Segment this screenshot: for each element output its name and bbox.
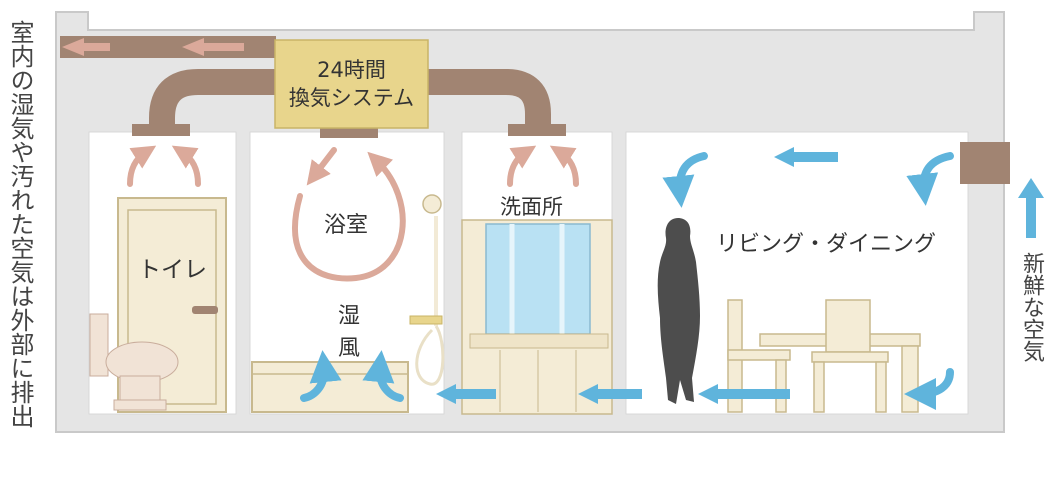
- fresh-air-arrow: [300, 350, 342, 402]
- ventilation-system-box: [274, 39, 429, 129]
- fresh-air-arrows: [436, 147, 1044, 404]
- washroom-fixtures: [461, 219, 613, 415]
- chair-right-seat: [811, 351, 889, 363]
- faucet: [409, 315, 443, 325]
- exhaust-arrow: [549, 145, 579, 187]
- door-handle: [192, 306, 218, 314]
- system-label: 24時間 換気システム: [275, 40, 428, 128]
- humid-wind-label-2: 風: [338, 336, 361, 361]
- fresh-air-arrow: [1018, 178, 1044, 238]
- person-silhouette: [657, 218, 700, 404]
- fresh-air-arrow: [774, 147, 838, 167]
- toilet-label: トイレ: [138, 257, 207, 283]
- fresh-air-inlet: [960, 142, 1010, 184]
- duct-to-toilet: [149, 69, 276, 130]
- exhaust-arrow: [507, 145, 537, 187]
- exhaust-arrow: [127, 145, 157, 187]
- main-exhaust-duct: [60, 36, 276, 58]
- fresh-air-label: 新鮮な空気: [1019, 252, 1044, 362]
- bathroom-exhaust-arrow: [306, 147, 337, 186]
- toilet-fixtures: [89, 197, 227, 413]
- toilet-vent: [132, 124, 190, 136]
- fresh-air-curved-arrows: [300, 152, 954, 410]
- fresh-air-arrow: [906, 152, 954, 206]
- exhaust-note-label: 室内の湿気や汚れた空気は外部に排出: [6, 20, 34, 428]
- dining-furniture: [727, 299, 921, 413]
- living-dining-label: リビング・ダイニング: [716, 232, 937, 257]
- duct-to-washroom: [428, 69, 551, 130]
- vanity-counter: [469, 333, 609, 349]
- washroom-vent: [508, 124, 566, 136]
- fresh-air-arrow: [578, 384, 642, 404]
- fresh-air-arrow: [362, 350, 404, 402]
- bathroom-label: 浴室: [324, 213, 369, 238]
- chair-left-seat: [727, 349, 791, 361]
- system-label-line2: 換気システム: [288, 86, 415, 110]
- exhaust-arrows-up: [127, 145, 579, 187]
- fresh-air-arrow: [662, 152, 708, 208]
- chair-right-back: [825, 299, 871, 353]
- fresh-air-arrow: [698, 384, 790, 404]
- toilet-tank: [89, 313, 109, 377]
- exhaust-arrow: [171, 145, 201, 187]
- bathroom-vent: [320, 128, 378, 138]
- fresh-air-arrow: [436, 384, 496, 404]
- exhaust-arrows-duct: [62, 38, 244, 56]
- mirror: [485, 223, 591, 335]
- shower-hose: [415, 325, 445, 386]
- washroom-label: 洗面所: [500, 195, 563, 219]
- bathroom-circulation-arrow: [292, 151, 406, 282]
- exhaust-arrow: [182, 38, 244, 56]
- fresh-air-arrow: [904, 368, 954, 410]
- system-label-line1: 24時間: [317, 58, 386, 82]
- exhaust-arrow: [62, 38, 110, 56]
- humid-wind-label-1: 湿: [338, 304, 361, 329]
- shower-head: [422, 194, 442, 214]
